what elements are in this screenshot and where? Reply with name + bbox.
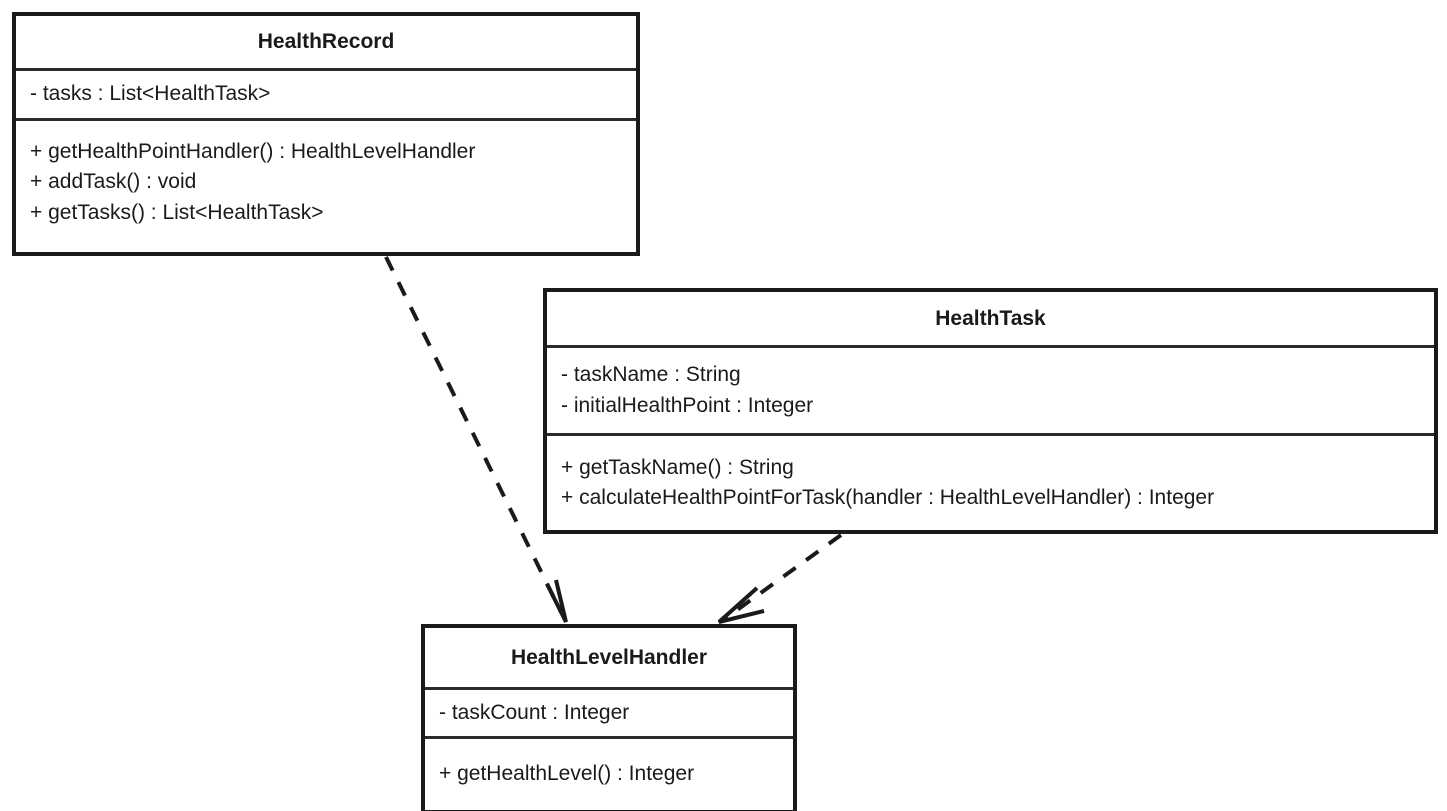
operation-item: + getTasks() : List<HealthTask> [30,200,324,224]
class-name-health-record: HealthRecord [257,30,395,53]
dependency-line [724,533,843,620]
attribute-item: - taskCount : Integer [439,700,630,724]
attributes-compartment-health-level-handler: - taskCount : Integer [425,687,793,736]
class-box-health-level-handler[interactable]: HealthLevelHandler - taskCount : Integer… [421,624,797,811]
open-arrowhead-icon [717,586,765,624]
dependency-health-record-to-health-level-handler [384,256,568,623]
attribute-item: - taskName : String [561,363,741,387]
dependency-health-task-to-health-level-handler [717,533,843,624]
operations-compartment-health-level-handler: + getHealthLevel() : Integer [425,736,793,810]
class-box-health-task[interactable]: HealthTask - taskName : String - initial… [543,288,1438,534]
operation-item: + addTask() : void [30,170,197,194]
operation-item: + getHealthPointHandler() : HealthLevelH… [30,139,476,163]
attribute-item: - initialHealthPoint : Integer [561,393,814,417]
operation-item: + calculateHealthPointForTask(handler : … [561,486,1215,509]
operation-item: + getHealthLevel() : Integer [439,762,695,786]
class-box-health-record[interactable]: HealthRecord - tasks : List<HealthTask> … [12,12,640,256]
open-arrowhead-icon [545,579,568,623]
operations-compartment-health-record: + getHealthPointHandler() : HealthLevelH… [16,118,636,244]
operation-item: + getTaskName() : String [561,455,794,479]
class-name-health-task: HealthTask [935,306,1046,330]
attributes-compartment-health-task: - taskName : String - initialHealthPoint… [547,345,1434,433]
operations-compartment-health-task: + getTaskName() : String + calculateHeal… [547,433,1434,530]
dependency-line [384,256,563,613]
attributes-compartment-health-record: - tasks : List<HealthTask> [16,68,636,118]
attribute-item: - tasks : List<HealthTask> [30,82,271,106]
class-name-health-level-handler: HealthLevelHandler [510,645,708,669]
